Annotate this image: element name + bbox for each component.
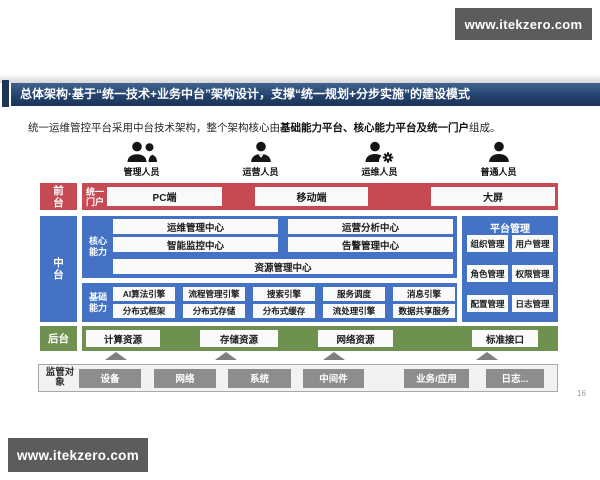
layer-label-back: 后台 xyxy=(40,326,77,351)
roles-row: 管理人员 运营人员 xyxy=(82,141,558,178)
core-box-resource-center: 资源管理中心 xyxy=(113,259,453,274)
front-item-pc: PC端 xyxy=(107,187,222,206)
subtitle-prefix: 统一运维管控平台采用中台技术架构，整个架构核心由 xyxy=(28,122,280,134)
role-general: 普通人员 xyxy=(456,141,542,178)
site-url-top: www.itekzero.com xyxy=(464,16,583,32)
basic-box: 分布式存储 xyxy=(183,304,245,318)
role-maintenance: 运维人员 xyxy=(337,141,423,178)
front-item-mobile: 移动端 xyxy=(255,187,368,206)
layer-label-front: 前台 xyxy=(40,183,77,210)
user-gear-icon xyxy=(364,141,396,163)
object-box: 中间件 xyxy=(303,368,364,388)
object-box: 系统 xyxy=(228,368,291,388)
role-label: 运营人员 xyxy=(242,167,279,177)
up-arrow-icon xyxy=(323,352,345,360)
subtitle-bold: 基础能力平台、核心能力平台及统一门户 xyxy=(280,122,469,134)
basic-box: AI算法引擎 xyxy=(113,287,175,301)
platform-box: 配置管理 xyxy=(467,295,508,312)
user-tie-icon xyxy=(248,141,274,163)
subtitle: 统一运维管控平台采用中台技术架构，整个架构核心由基础能力平台、核心能力平台及统一… xyxy=(28,120,501,135)
role-label: 管理人员 xyxy=(123,167,160,177)
site-url-bottom: www.itekzero.com xyxy=(16,447,140,463)
basic-box: 服务调度 xyxy=(323,287,385,301)
platform-box: 角色管理 xyxy=(467,265,508,282)
core-capability-label: 核心能力 xyxy=(88,236,107,257)
back-item: 标准接口 xyxy=(472,330,538,347)
object-box: 设备 xyxy=(79,368,141,388)
back-layer-row: 计算资源 存储资源 网络资源 标准接口 xyxy=(82,326,558,351)
site-banner-top: www.itekzero.com xyxy=(455,8,592,40)
basic-box: 流程管理引擎 xyxy=(183,287,245,301)
layer-label-middle: 中台 xyxy=(40,216,77,322)
up-arrow-icon xyxy=(215,352,237,360)
object-box: 业务/应用 xyxy=(404,368,469,388)
user-icon xyxy=(486,141,512,163)
title-shine xyxy=(0,74,600,83)
front-layer-row: 统一门户 PC端 移动端 大屏 xyxy=(82,183,558,210)
basic-box: 搜索引擎 xyxy=(253,287,315,301)
front-item-bigscreen: 大屏 xyxy=(431,187,555,206)
role-label: 运维人员 xyxy=(361,167,398,177)
site-banner-bottom: www.itekzero.com xyxy=(8,438,148,472)
title-accent-bar xyxy=(2,80,9,107)
page-title: 总体架构·基于“统一技术+业务中台”架构设计，支撑“统一规划+分步实施”的建设模… xyxy=(11,83,600,106)
platform-box: 权限管理 xyxy=(512,265,553,282)
layer-label-text: 前台 xyxy=(53,184,64,209)
role-label: 普通人员 xyxy=(480,167,517,177)
basic-capability-label: 基础能力 xyxy=(88,292,107,313)
core-box: 运维管理中心 xyxy=(113,219,278,234)
supervised-objects-label: 监管对象 xyxy=(45,366,75,388)
platform-management-panel: 平台管理 组织管理 用户管理 角色管理 权限管理 配置管理 日志管理 xyxy=(462,216,558,322)
core-box: 告警管理中心 xyxy=(288,237,453,252)
up-arrow-icon xyxy=(105,352,127,360)
basic-box: 分布式框架 xyxy=(113,304,175,318)
basic-box: 流处理引擎 xyxy=(323,304,385,318)
object-box: 日志... xyxy=(486,368,544,388)
back-item: 存储资源 xyxy=(200,330,278,347)
core-box: 智能监控中心 xyxy=(113,237,278,252)
basic-capability-section: 基础能力 AI算法引擎 流程管理引擎 搜索引擎 服务调度 消息引擎 分布式框架 … xyxy=(82,283,457,322)
basic-box: 数据共享服务 xyxy=(393,304,455,318)
up-arrow-icon xyxy=(476,352,498,360)
supervised-objects-row: 监管对象 设备 网络 系统 中间件 业务/应用 日志... xyxy=(38,364,558,392)
two-users-icon xyxy=(126,141,158,163)
page-number: 16 xyxy=(577,389,586,398)
role-admin: 管理人员 xyxy=(99,141,185,178)
platform-box: 日志管理 xyxy=(512,295,553,312)
object-box: 网络 xyxy=(154,368,216,388)
layer-label-text: 中台 xyxy=(53,257,64,281)
core-capability-section: 核心能力 运维管理中心 运营分析中心 智能监控中心 告警管理中心 资源管理中心 xyxy=(82,216,457,278)
layer-label-text: 后台 xyxy=(48,332,69,345)
back-item: 计算资源 xyxy=(86,330,160,347)
platform-box: 用户管理 xyxy=(512,235,553,252)
role-operations: 运营人员 xyxy=(218,141,304,178)
back-item: 网络资源 xyxy=(318,330,393,347)
platform-box: 组织管理 xyxy=(467,235,508,252)
basic-box: 消息引擎 xyxy=(393,287,455,301)
unified-portal-label: 统一门户 xyxy=(86,186,105,208)
core-box: 运营分析中心 xyxy=(288,219,453,234)
platform-management-title: 平台管理 xyxy=(490,224,530,235)
subtitle-suffix: 组成。 xyxy=(469,122,501,134)
basic-box: 分布式缓存 xyxy=(253,304,315,318)
